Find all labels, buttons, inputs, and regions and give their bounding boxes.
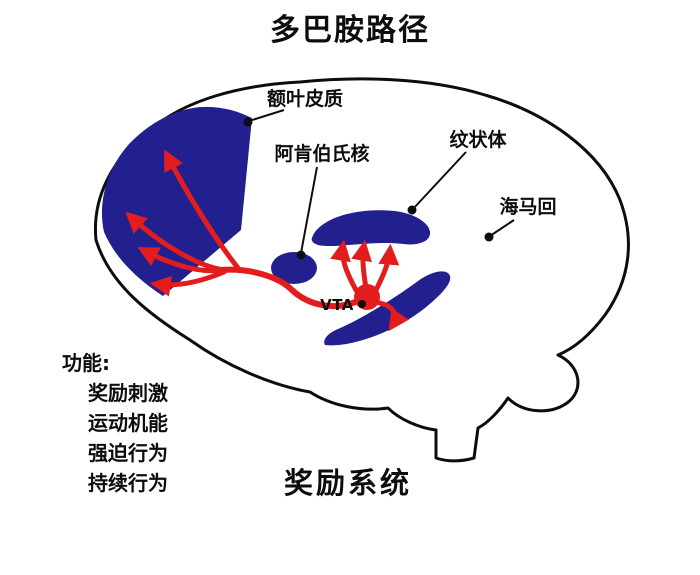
pointer-dot-hippocampus xyxy=(484,232,494,242)
striatum-branch-3 xyxy=(373,243,400,293)
diagram-title: 多巴胺路径 xyxy=(270,13,430,48)
label-nucleus-accumbens: 阿肯伯氏核 xyxy=(274,142,369,165)
dopamine-pathway-arrows xyxy=(125,149,409,332)
pointer-line-hippocampus xyxy=(489,219,515,237)
vta-dot xyxy=(358,300,366,308)
function-item-2: 运动机能 xyxy=(88,411,168,435)
frontal-branch-2 xyxy=(137,247,227,274)
pointer-line-frontal-cortex xyxy=(248,109,285,122)
nucleus-accumbens-region xyxy=(271,252,317,284)
function-item-4: 持续行为 xyxy=(88,471,168,495)
function-item-3: 强迫行为 xyxy=(88,441,168,465)
footer-title: 奖励系统 xyxy=(284,466,412,500)
label-hippocampus: 海马回 xyxy=(499,195,556,218)
pointer-line-nucleus-accumbens xyxy=(300,166,318,254)
pointer-line-striatum xyxy=(412,151,467,210)
striatum-branch-2 xyxy=(351,239,372,291)
label-striatum: 纹状体 xyxy=(449,128,507,151)
mesocortical-trunk xyxy=(219,266,363,310)
function-item-1: 奖励刺激 xyxy=(88,381,168,405)
pointer-dot-frontal-cortex xyxy=(243,117,253,127)
label-frontal-cortex: 额叶皮质 xyxy=(267,87,343,110)
frontal-branch-1 xyxy=(125,211,227,273)
label-vta: VTA xyxy=(320,296,354,314)
frontal-branch-4 xyxy=(164,149,241,271)
functions-list: 功能: 奖励刺激 运动机能 强迫行为 持续行为 xyxy=(62,351,168,495)
striatum-branch-1 xyxy=(330,239,359,293)
hippocampus-branch xyxy=(371,299,409,332)
functions-heading: 功能: xyxy=(62,351,110,375)
pointer-dot-nucleus-accumbens xyxy=(296,250,306,260)
pointer-dot-striatum xyxy=(407,205,417,215)
label-pointers xyxy=(243,109,515,308)
frontal-branch-3 xyxy=(149,269,227,297)
striatum-region xyxy=(311,210,431,247)
